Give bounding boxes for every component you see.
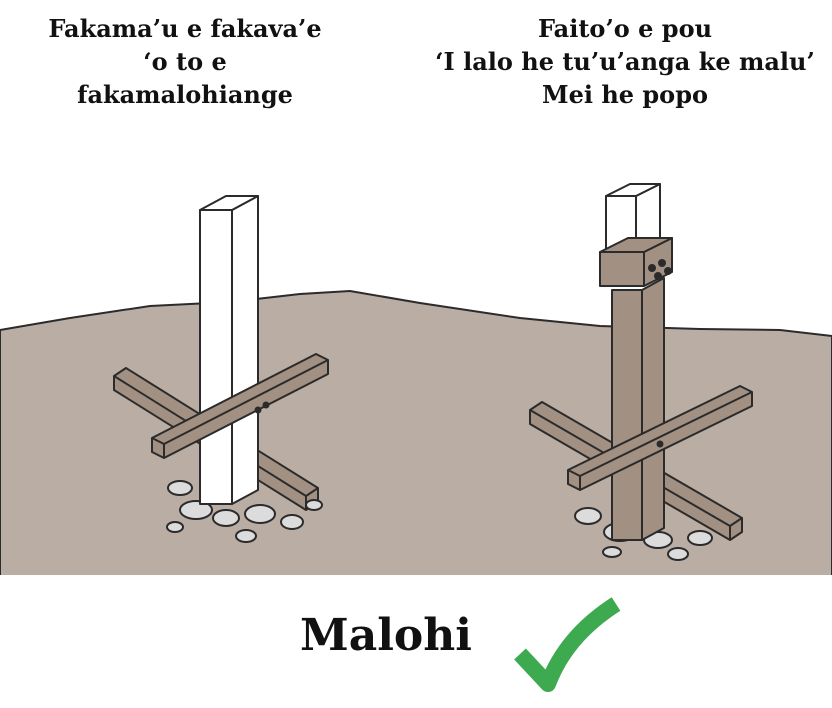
left-caption: Fakama’u e fakava’e ‘o to e fakamalohian… [20, 12, 350, 111]
left-post-assembly [113, 195, 329, 543]
left-post-side [231, 195, 259, 505]
left-caption-line: ‘o to e [143, 47, 227, 76]
left-rocks [166, 480, 323, 543]
check-icon [514, 597, 621, 692]
right-caption-line: Mei he popo [542, 80, 708, 109]
result-label: Malohi [300, 610, 472, 661]
left-caption-line: Fakama’u e fakava’e [48, 14, 322, 43]
right-bracket [599, 251, 645, 287]
right-post-front [611, 289, 643, 541]
right-caption-line: Faito’o e pou [537, 14, 713, 43]
left-post-front [199, 209, 233, 505]
right-caption: Faito’o e pou ‘I lalo he tu’u’anga ke ma… [410, 12, 832, 111]
left-caption-line: fakamalohiange [77, 80, 293, 109]
right-post-assembly [529, 183, 753, 561]
right-caption-line: ‘I lalo he tu’u’anga ke malu’ [435, 47, 815, 76]
left-post-top [199, 195, 259, 211]
right-post-side [641, 277, 665, 541]
